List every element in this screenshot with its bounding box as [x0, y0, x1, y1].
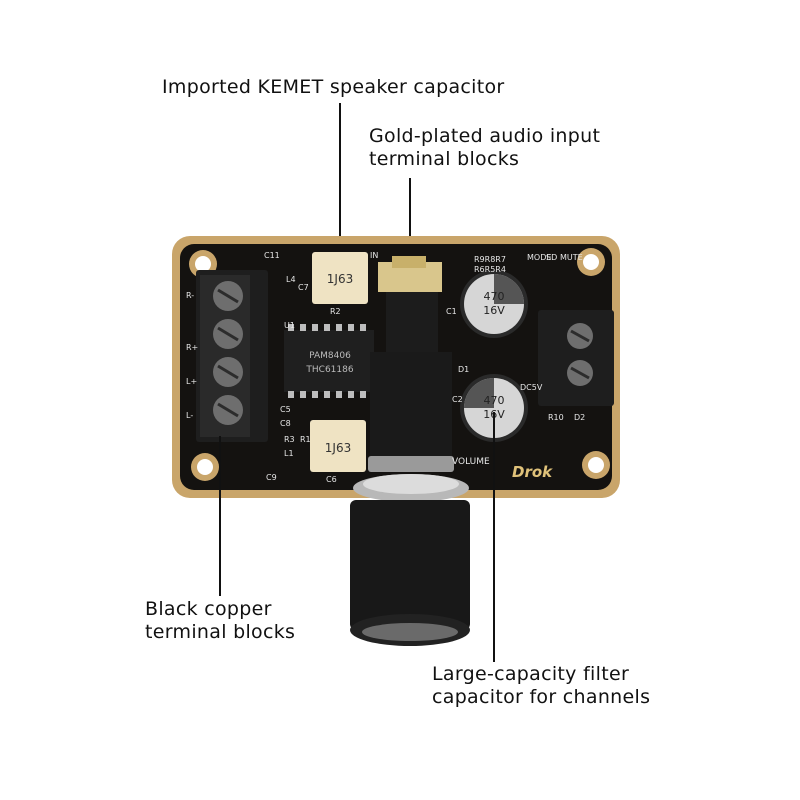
callout-copper-line-2: terminal blocks [145, 621, 296, 643]
callout-filter-capacitor: Large-capacity filter capacitor for chan… [432, 663, 650, 709]
silk-l-minus: L- [186, 411, 193, 420]
brand-logo: Drok [512, 463, 553, 481]
cap-bottom-label: 1J63 [325, 441, 351, 455]
left-terminal-block [196, 270, 268, 442]
silk-d1: D1 [458, 365, 469, 374]
silk-c6: C6 [326, 475, 337, 484]
silk-c9: C9 [266, 473, 277, 482]
elco-top-label-2: 16V [483, 304, 505, 317]
electrolytic-capacitor-bottom: 470 16V [460, 374, 528, 442]
silk-sd: SD [546, 253, 557, 262]
silk-mute: MUTE [560, 253, 583, 262]
silk-d2: D2 [574, 413, 585, 422]
kemet-capacitor-top: 1J63 [312, 252, 368, 304]
cap-top-label: 1J63 [327, 272, 353, 286]
power-terminal-block [538, 310, 614, 406]
silk-l4: L4 [286, 275, 296, 284]
silk-r9r8r7: R9R8R7 [474, 255, 506, 264]
elco-bottom-label-1: 470 [484, 394, 505, 407]
chip-line-1: PAM8406 [309, 351, 351, 361]
elco-top-label-1: 470 [484, 290, 505, 303]
silk-c7: C7 [298, 283, 309, 292]
silk-r6r5r4: R6R5R4 [474, 265, 506, 274]
silk-r3: R3 [284, 435, 295, 444]
callout-copper-line-1: Black copper [145, 598, 272, 620]
volume-potentiometer [350, 352, 470, 646]
mounting-holes [189, 248, 610, 481]
callout-audio-line-1: Gold-plated audio input [369, 125, 601, 147]
silk-l-plus: L+ [186, 377, 197, 386]
callout-filter-line-1: Large-capacity filter [432, 663, 630, 685]
callout-filter-line-2: capacitor for channels [432, 686, 651, 708]
silk-r-plus: R+ [186, 343, 198, 352]
callout-audio-input: Gold-plated audio input terminal blocks [369, 125, 600, 171]
silk-c1: C1 [446, 307, 457, 316]
silk-r1: R1 [300, 435, 311, 444]
kemet-capacitor-bottom: 1J63 [310, 420, 366, 472]
silk-l1: L1 [284, 449, 294, 458]
electrolytic-capacitor-top: 470 16V [460, 270, 528, 338]
silk-c8: C8 [280, 419, 291, 428]
silk-c5: C5 [280, 405, 291, 414]
callout-kemet-line-1: Imported KEMET speaker capacitor [162, 76, 505, 98]
silk-c11: C11 [264, 251, 280, 260]
silk-r10: R10 [548, 413, 564, 422]
silk-r-minus: R- [186, 291, 194, 300]
callout-audio-line-2: terminal blocks [369, 148, 520, 170]
amplifier-chip: PAM8406 THC61186 [284, 324, 374, 398]
audio-input-jack [378, 256, 442, 352]
callout-kemet-capacitor: Imported KEMET speaker capacitor [162, 76, 505, 99]
silk-r2: R2 [330, 307, 341, 316]
volume-label: VOLUME [452, 457, 490, 467]
silk-c2: C2 [452, 395, 463, 404]
silk-dc5v: DC5V [520, 383, 543, 392]
chip-line-2: THC61186 [305, 365, 353, 375]
silk-u1: U1 [284, 321, 295, 330]
callout-copper-terminals: Black copper terminal blocks [145, 598, 295, 644]
silk-in: IN [370, 251, 378, 260]
silk-mode: MODE [527, 253, 551, 262]
